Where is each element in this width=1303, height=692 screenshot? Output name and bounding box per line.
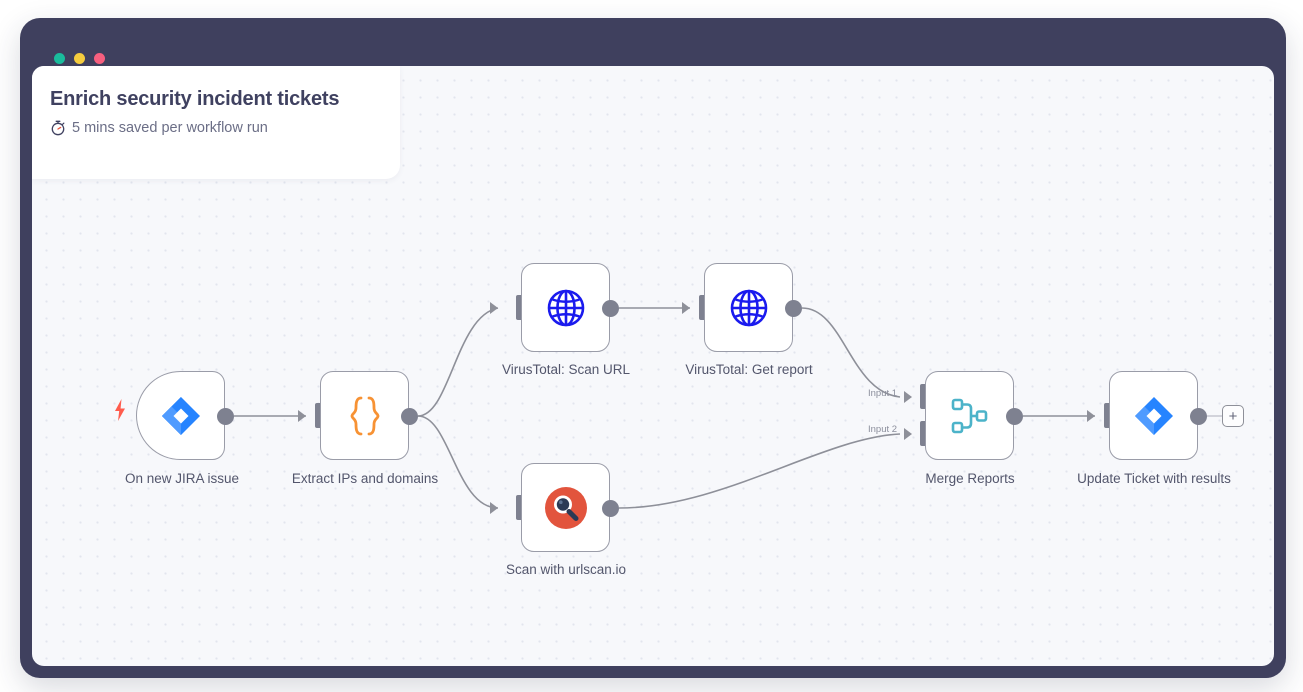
merge-icon <box>948 395 992 437</box>
time-saved-label: 5 mins saved per workflow run <box>72 119 268 136</box>
node-on-new-jira-issue[interactable] <box>136 371 225 460</box>
node-label-virustotal-scan-url: VirusTotal: Scan URL <box>501 362 631 377</box>
output-dot-urlscan[interactable] <box>602 500 619 517</box>
output-dot-extract[interactable] <box>401 408 418 425</box>
output-dot-merge[interactable] <box>1006 408 1023 425</box>
output-dot-get-report[interactable] <box>785 300 802 317</box>
urlscan-icon <box>544 486 588 530</box>
minimize-dot[interactable] <box>74 53 85 64</box>
arrow-to-update-ticket <box>1087 410 1095 422</box>
workflow-canvas[interactable]: Enrich security incident tickets 5 mins … <box>32 66 1274 666</box>
input-bar-urlscan[interactable] <box>516 495 525 520</box>
node-label-on-new-jira-issue: On new JIRA issue <box>124 471 240 486</box>
node-scan-with-urlscan-io[interactable] <box>521 463 610 552</box>
node-label-extract-ips-and-domains: Extract IPs and domains <box>291 471 439 486</box>
window-titlebar <box>20 18 1286 64</box>
node-update-ticket-with-results[interactable] <box>1109 371 1198 460</box>
code-braces-icon <box>345 395 385 437</box>
arrow-to-merge-input-1 <box>904 391 912 403</box>
output-dot-on-new-jira-issue[interactable] <box>217 408 234 425</box>
arrow-to-scan-url <box>490 302 498 314</box>
app-window: Enrich security incident tickets 5 mins … <box>20 18 1286 678</box>
merge-input-1-label: Input 1 <box>868 388 898 399</box>
input-bar-scan-url[interactable] <box>516 295 525 320</box>
arrow-to-merge-input-2 <box>904 428 912 440</box>
input-bar-extract[interactable] <box>315 403 324 428</box>
output-dot-scan-url[interactable] <box>602 300 619 317</box>
node-label-update-ticket-with-results: Update Ticket with results <box>1077 471 1231 486</box>
jira-icon <box>160 395 202 437</box>
time-saved-row: 5 mins saved per workflow run <box>50 119 268 136</box>
node-virustotal-get-report[interactable] <box>704 263 793 352</box>
maximize-dot[interactable] <box>94 53 105 64</box>
add-node-button[interactable]: + <box>1222 405 1244 427</box>
globe-icon <box>728 287 770 329</box>
input-bar-merge-1[interactable] <box>920 384 929 409</box>
merge-input-2-label: Input 2 <box>868 424 898 435</box>
node-virustotal-scan-url[interactable] <box>521 263 610 352</box>
jira-icon <box>1133 395 1175 437</box>
stopwatch-icon <box>50 119 66 136</box>
input-bar-merge-2[interactable] <box>920 421 929 446</box>
output-dot-update-ticket[interactable] <box>1190 408 1207 425</box>
globe-icon <box>545 287 587 329</box>
arrow-to-urlscan <box>490 502 498 514</box>
node-label-scan-with-urlscan-io: Scan with urlscan.io <box>505 562 627 577</box>
trigger-bolt-icon <box>112 398 128 422</box>
close-dot[interactable] <box>54 53 65 64</box>
page-title: Enrich security incident tickets <box>50 88 340 110</box>
arrow-to-extract <box>298 410 306 422</box>
node-label-virustotal-get-report: VirusTotal: Get report <box>685 362 813 377</box>
node-merge-reports[interactable] <box>925 371 1014 460</box>
node-label-merge-reports: Merge Reports <box>925 471 1015 486</box>
input-bar-update-ticket[interactable] <box>1104 403 1113 428</box>
node-extract-ips-and-domains[interactable] <box>320 371 409 460</box>
arrow-to-get-report <box>682 302 690 314</box>
input-bar-get-report[interactable] <box>699 295 708 320</box>
workflow-title-card: Enrich security incident tickets 5 mins … <box>32 66 400 179</box>
